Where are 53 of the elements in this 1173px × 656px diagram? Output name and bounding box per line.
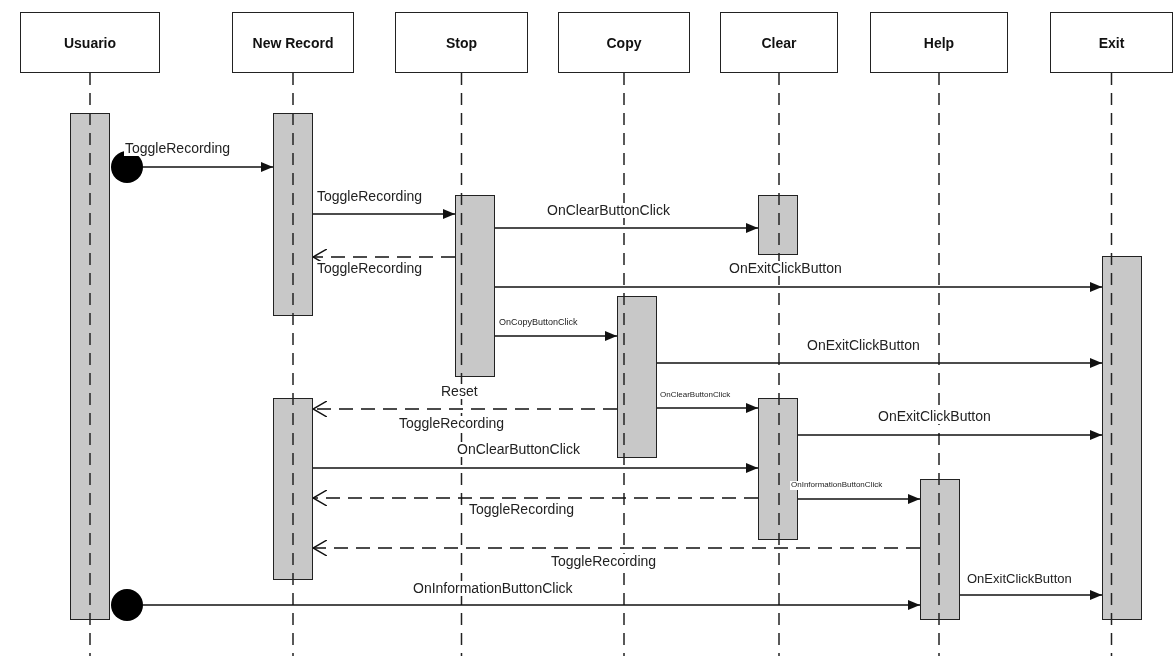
- edge-label: ToggleRecording: [124, 141, 232, 157]
- edge-label: OnInformationButtonClick: [790, 481, 884, 490]
- participant-name: Exit: [1098, 34, 1125, 51]
- participant-name: New Record: [252, 34, 334, 51]
- message-arrow: [797, 494, 921, 504]
- message-arrow: [494, 282, 1103, 292]
- message-arrow: [656, 403, 759, 413]
- message-arrow: [494, 223, 759, 233]
- message-arrow: [312, 209, 456, 219]
- activation-bar: [273, 398, 313, 580]
- participant-box: [232, 12, 354, 73]
- edge-label: OnClearButtonClick: [546, 203, 671, 219]
- edge-label: OnExitClickButton: [728, 261, 843, 277]
- participant-name: Stop: [445, 34, 478, 51]
- message-arrow: [312, 463, 759, 473]
- participant-name: Copy: [606, 34, 642, 51]
- participant-name: Clear: [761, 34, 797, 51]
- participant-box: [558, 12, 690, 73]
- participant-name: Help: [923, 34, 955, 51]
- activation-bar: [70, 113, 110, 620]
- edge-label: OnClearButtonClick: [659, 391, 732, 400]
- edge-label: ToggleRecording: [550, 554, 658, 570]
- edge-label: OnClearButtonClick: [456, 442, 581, 458]
- return-arrow: [312, 539, 921, 557]
- message-arrow: [142, 600, 921, 610]
- message-arrow: [797, 430, 1103, 440]
- participant-box: [1050, 12, 1173, 73]
- activation-bar: [920, 479, 960, 620]
- edge-label: ToggleRecording: [398, 416, 506, 432]
- participant-box: [870, 12, 1008, 73]
- participant-name: Usuario: [63, 34, 117, 51]
- activation-bar: [617, 296, 657, 458]
- note-label: Reset: [440, 384, 479, 400]
- return-arrow: [312, 400, 618, 418]
- edge-label: OnInformationButtonClick: [412, 581, 574, 597]
- activation-bar: [273, 113, 313, 316]
- start-dot: [111, 589, 143, 621]
- participant-box: [20, 12, 160, 73]
- message-arrow: [656, 358, 1103, 368]
- edge-label: ToggleRecording: [468, 502, 576, 518]
- activation-bar: [758, 195, 798, 255]
- edge-label: ToggleRecording: [316, 261, 424, 277]
- participant-box: [720, 12, 838, 73]
- message-arrow: [959, 590, 1103, 600]
- activation-bar: [455, 195, 495, 377]
- edge-label: OnExitClickButton: [877, 409, 992, 425]
- message-arrow: [142, 162, 274, 172]
- participant-box: [395, 12, 528, 73]
- activation-bar: [1102, 256, 1142, 620]
- return-arrow: [312, 489, 759, 507]
- edge-label: OnCopyButtonClick: [498, 318, 579, 328]
- edge-label: ToggleRecording: [316, 189, 424, 205]
- message-arrow: [494, 331, 618, 341]
